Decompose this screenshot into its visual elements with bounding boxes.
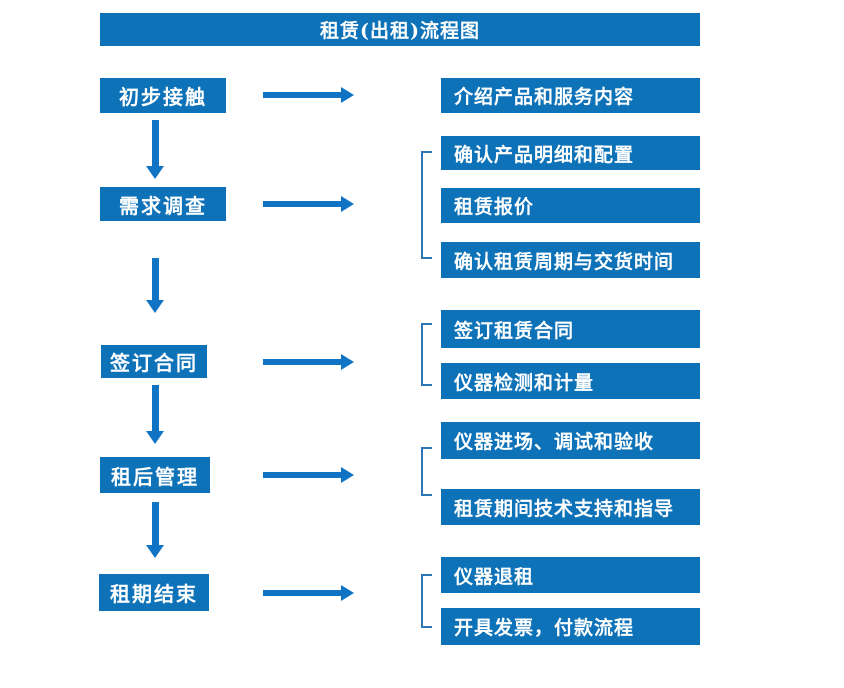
detail-box-invoice-payment-process: 开具发票，付款流程: [441, 608, 700, 645]
group-bracket: [421, 151, 432, 259]
detail-box-confirm-rental-period-delivery: 确认租赁周期与交货时间: [441, 242, 700, 278]
step-box-initial-contact: 初步接触: [100, 78, 226, 113]
arrow-shaft: [152, 120, 159, 166]
arrow-head: [341, 467, 354, 483]
arrow-shaft: [263, 201, 342, 207]
arrow-shaft: [263, 359, 342, 365]
step-box-needs-survey: 需求调查: [100, 187, 226, 221]
detail-box-rental-quotation: 租赁报价: [441, 188, 700, 223]
arrow-head: [146, 545, 164, 558]
arrow-shaft: [263, 92, 342, 98]
arrow-head: [341, 196, 354, 212]
arrow-shaft: [152, 502, 159, 545]
diagram-title: 租赁(出租)流程图: [100, 13, 700, 46]
arrow-down-icon: [146, 258, 164, 313]
detail-box-instrument-return: 仪器退租: [441, 557, 700, 593]
detail-box-tech-support-during-rental: 租赁期间技术支持和指导: [441, 489, 700, 525]
arrow-head: [146, 166, 164, 179]
arrow-down-icon: [146, 502, 164, 558]
detail-box-instrument-entry-debug-acceptance: 仪器进场、调试和验收: [441, 422, 700, 459]
arrow-head: [341, 354, 354, 370]
group-bracket: [421, 323, 432, 386]
arrow-shaft: [263, 590, 342, 596]
arrow-right-icon: [263, 354, 354, 370]
step-box-sign-contract: 签订合同: [101, 345, 207, 378]
group-bracket: [421, 447, 432, 496]
arrow-down-icon: [146, 120, 164, 179]
detail-box-introduce-products-services: 介绍产品和服务内容: [441, 78, 700, 113]
arrow-head: [341, 585, 354, 601]
arrow-right-icon: [263, 467, 354, 483]
arrow-right-icon: [263, 87, 354, 103]
detail-box-sign-rental-contract: 签订租赁合同: [441, 310, 700, 348]
detail-box-instrument-testing-metering: 仪器检测和计量: [441, 363, 700, 399]
arrow-head: [341, 87, 354, 103]
arrow-shaft: [152, 258, 159, 300]
step-box-post-rental-management: 租后管理: [100, 457, 210, 493]
arrow-down-icon: [146, 385, 164, 444]
detail-box-confirm-product-details-config: 确认产品明细和配置: [441, 136, 700, 170]
step-box-rental-end: 租期结束: [99, 574, 209, 611]
arrow-shaft: [263, 472, 342, 478]
arrow-head: [146, 431, 164, 444]
arrow-shaft: [152, 385, 159, 431]
group-bracket: [421, 574, 432, 628]
arrow-right-icon: [263, 585, 354, 601]
arrow-head: [146, 300, 164, 313]
arrow-right-icon: [263, 196, 354, 212]
